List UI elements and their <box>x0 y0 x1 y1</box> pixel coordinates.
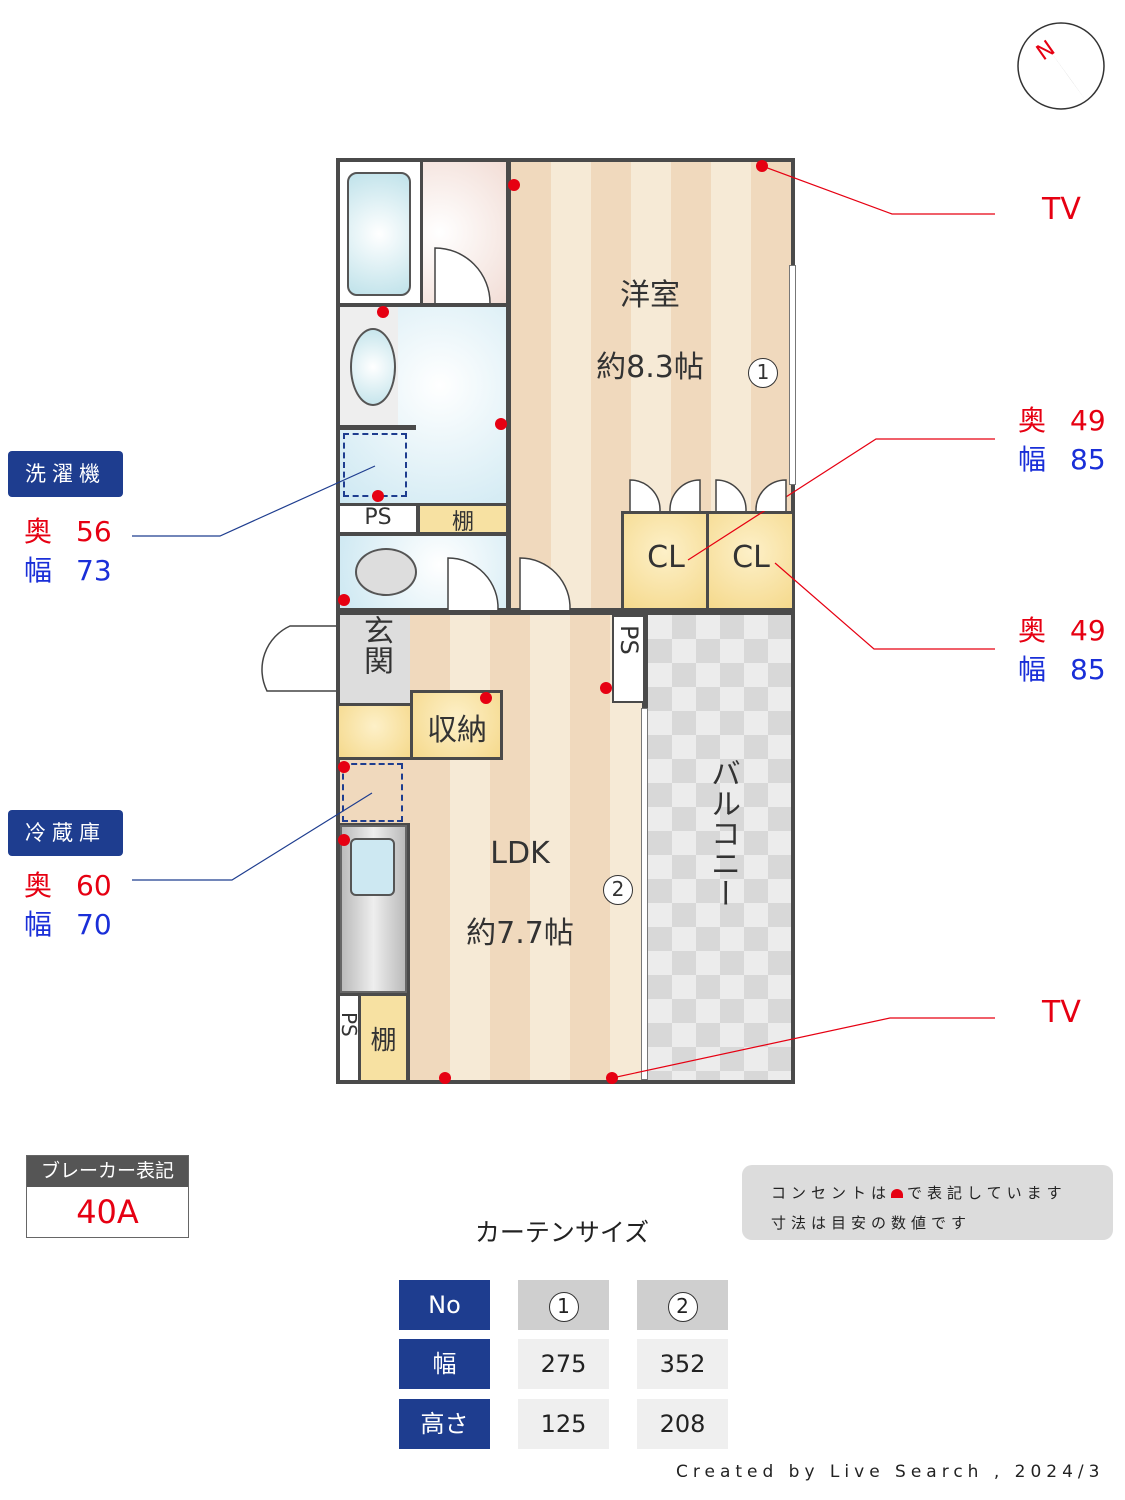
ps-label: PS <box>364 505 392 530</box>
western-room-size: 約8.3帖 <box>596 350 704 385</box>
shelf-bottom-label: 棚 <box>370 1026 397 1056</box>
curtain-no-1: 1 <box>518 1280 609 1330</box>
washer-badge: 洗濯機 <box>8 451 123 497</box>
toilet <box>355 548 417 596</box>
curtain-title: カーテンサイズ <box>474 1218 650 1247</box>
note-text-1b: で表記しています <box>907 1184 1067 1202</box>
tv-label-bottom: TV <box>1042 995 1081 1030</box>
sink <box>350 328 396 406</box>
ps-right-label: PS <box>615 625 643 655</box>
western-room-label: 洋室 <box>620 278 680 313</box>
curtain-height-2: 208 <box>637 1399 728 1449</box>
window-2-marker: 2 <box>603 875 633 905</box>
ldk-label: LDK <box>490 836 550 871</box>
breaker-label: ブレーカー表記 <box>27 1156 188 1187</box>
balcony <box>648 615 791 1080</box>
ps-bottom-label: PS <box>337 1012 361 1037</box>
curtain-width-2: 352 <box>637 1339 728 1389</box>
credit: Created by Live Search , 2024/3 <box>676 1462 1105 1482</box>
closet-2-label: CL <box>732 540 770 575</box>
entrance-label: 玄関 <box>358 615 393 675</box>
fridge-badge: 冷蔵庫 <box>8 810 123 856</box>
balcony-label: バルコニー <box>705 758 740 908</box>
storage-label: 収納 <box>427 713 487 748</box>
curtain-height-1: 125 <box>518 1399 609 1449</box>
tv-label-top: TV <box>1042 192 1081 227</box>
note-box: コンセントはで表記しています 寸法は目安の数値です <box>742 1165 1113 1240</box>
shelf-label: 棚 <box>451 510 474 535</box>
header-no: No <box>399 1280 490 1330</box>
note-text-1a: コンセントは <box>771 1184 892 1202</box>
outlet-icon <box>891 1189 904 1198</box>
fridge-space <box>342 763 403 822</box>
outlet-icons <box>338 160 768 1084</box>
header-height: 高さ <box>399 1399 490 1449</box>
bathtub <box>347 172 411 296</box>
closet-1-label: CL <box>647 540 685 575</box>
breaker-value: 40A <box>76 1193 139 1231</box>
window-1-marker: 1 <box>748 358 778 388</box>
breaker-box: ブレーカー表記 40A <box>26 1155 189 1238</box>
curtain-width-1: 275 <box>518 1339 609 1389</box>
curtain-no-2: 2 <box>637 1280 728 1330</box>
note-text-2: 寸法は目安の数値です <box>771 1214 972 1232</box>
header-width: 幅 <box>399 1339 490 1389</box>
compass-icon: N <box>1017 22 1105 110</box>
ldk-size: 約7.7帖 <box>466 916 574 951</box>
